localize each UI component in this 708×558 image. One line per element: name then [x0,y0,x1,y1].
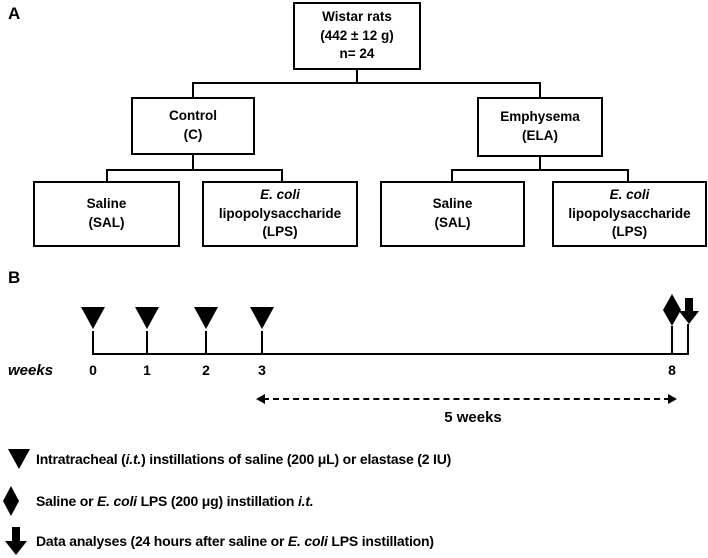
legend-segment: LPS instillation) [327,533,434,549]
lps-box-line3: (LPS) [262,224,298,240]
connector-line [451,169,629,171]
timeline-tick-week2 [205,331,207,353]
legend-segment-italic: i.t. [297,493,314,509]
root-box-line3: n= 24 [339,46,375,62]
emphysema-box-line1: Emphysema [500,109,580,125]
connector-line [627,169,629,182]
control-box-line1: Control [169,108,217,124]
root-box-wistar-rats: Wistar rats (442 ± 12 g) n= 24 [293,2,421,70]
instillation-triangle-icon [250,307,274,329]
dashed-line [263,398,670,400]
legend-segment-italic: E. coli [287,533,328,549]
connector-line [539,82,541,98]
instillation-triangle-icon [194,307,218,329]
legend-text-triangle: Intratracheal (i.t.) instillations of sa… [36,451,451,467]
arrowhead-left-icon [256,394,265,404]
connector-line [106,169,283,171]
lps-instillation-diamond-icon [3,486,19,516]
saline-box-line2: (SAL) [434,215,471,230]
lps-box-emphysema: E. coli lipopolysaccharide (LPS) [552,181,707,247]
timeline-tick-week8-diamond [671,326,673,353]
data-analysis-arrow-icon [5,527,27,555]
connector-line [451,169,453,182]
connector-line [281,169,283,182]
legend-segment: ) instillations of saline (200 μL) or el… [141,451,452,467]
connector-line [106,169,108,182]
connector-line [192,155,194,171]
legend-text-diamond: Saline or E. coli LPS (200 μg) instillat… [36,493,314,509]
panel-a-label: A [8,4,21,23]
legend-segment: LPS (200 μg) instillation [136,493,298,509]
saline-box-line2: (SAL) [88,215,125,230]
root-box-line1: Wistar rats [322,8,392,24]
connector-line [356,70,358,84]
control-box-line2: (C) [183,127,203,142]
lps-box-line2: lipopolysaccharide [218,205,342,221]
legend-text-arrow: Data analyses (24 hours after saline or … [36,533,434,549]
lps-box-line3: (LPS) [611,224,648,240]
connector-line [539,157,541,171]
timeline-tick-week3 [261,331,263,353]
lps-instillation-diamond-icon [663,294,681,326]
control-box: Control (C) [131,97,255,155]
timeline-tick-week0 [92,331,94,353]
saline-box-line1: Saline [86,196,127,212]
legend-row-arrow: Data analyses (24 hours after saline or … [0,527,700,555]
five-week-span-arrow [256,394,677,406]
tick-label-2: 2 [202,362,210,378]
lps-box-line1: E. coli [609,186,650,202]
emphysema-box-line2: (ELA) [522,128,558,143]
legend-row-diamond: Saline or E. coli LPS (200 μg) instillat… [0,486,700,516]
panel-b-label: B [8,268,21,287]
arrowhead-right-icon [668,394,677,404]
saline-box-emphysema: Saline (SAL) [380,181,525,247]
saline-box-line1: Saline [432,196,473,212]
legend-segment: Intratracheal ( [36,451,126,467]
five-weeks-label: 5 weeks [444,409,502,426]
instillation-triangle-icon [81,307,105,329]
legend-segment-italic: E. coli [97,493,137,509]
lps-box-line1: E. coli [260,186,300,202]
legend-segment: Data analyses (24 hours after saline or [36,533,288,549]
saline-box-control: Saline (SAL) [33,181,180,247]
timeline-tick-week1 [146,331,148,353]
lps-box-control: E. coli lipopolysaccharide (LPS) [202,181,358,247]
instillation-triangle-icon [135,307,159,329]
root-box-line2: (442 ± 12 g) [320,27,394,43]
legend-segment: Saline or [36,493,98,509]
legend-row-triangle: Intratracheal (i.t.) instillations of sa… [0,446,700,472]
connector-line [192,82,541,84]
emphysema-box: Emphysema (ELA) [477,97,603,157]
instillation-triangle-icon [8,449,30,469]
data-analysis-arrow-icon [679,298,699,324]
timeline-tick-week8-arrow [687,324,689,353]
tick-label-8: 8 [668,362,676,378]
connector-line [192,82,194,98]
weeks-axis-label: weeks [8,362,54,379]
legend-segment-italic: i.t. [125,451,142,467]
lps-box-line2: lipopolysaccharide [568,205,691,221]
timeline-baseline [92,353,689,355]
tick-label-1: 1 [143,362,151,378]
tick-label-0: 0 [89,362,97,378]
tick-label-3: 3 [258,362,266,378]
